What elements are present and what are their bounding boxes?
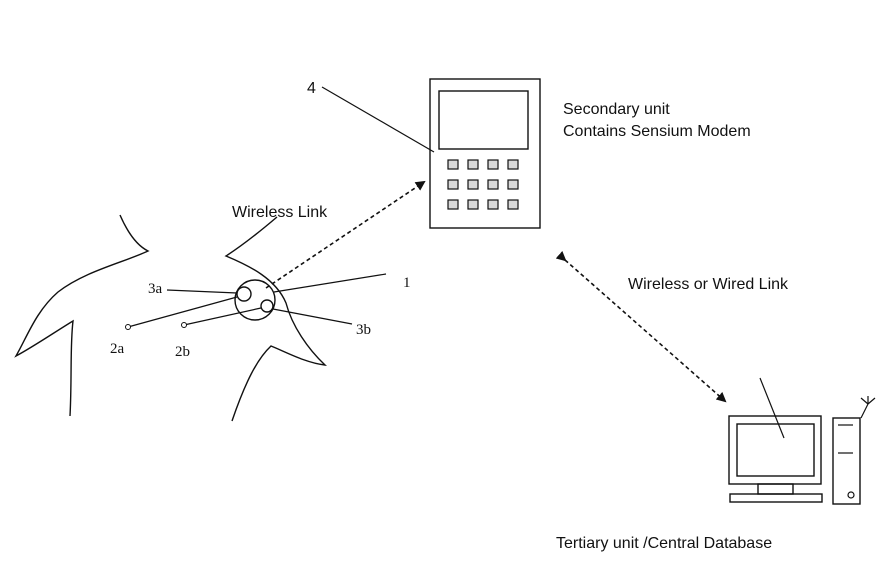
secondary-unit-screen (439, 91, 528, 149)
sensor-3b (261, 300, 273, 312)
antenna-arm (861, 398, 868, 404)
keypad-key (468, 200, 478, 209)
keypad-key (508, 160, 518, 169)
keypad-key (488, 180, 498, 189)
torso-left-outline (16, 215, 148, 416)
label-ref-1: 1 (403, 275, 411, 291)
computer-monitor-screen (737, 424, 814, 476)
electrode-2b (182, 323, 187, 328)
computer-cursor-line (760, 378, 784, 438)
wireless-link-arrow (266, 182, 424, 288)
keypad-key (488, 160, 498, 169)
torso-right-outline (226, 217, 325, 421)
secondary-unit-body (430, 79, 540, 228)
keypad-key (448, 160, 458, 169)
label-ref-4: 4 (307, 80, 316, 97)
keypad-key (488, 200, 498, 209)
label-wireless-link: Wireless Link (232, 204, 328, 221)
leader-4 (322, 87, 434, 152)
computer-monitor-stand (758, 484, 793, 494)
computer-monitor (729, 416, 821, 484)
label-ref-2a: 2a (110, 341, 125, 357)
label-secondary-unit-line2: Contains Sensium Modem (563, 123, 751, 140)
antenna-mast (861, 404, 868, 418)
computer-monitor-base (730, 494, 822, 502)
label-ref-3a: 3a (148, 281, 163, 297)
computer-tower (833, 418, 860, 504)
secondary-unit (322, 79, 540, 228)
keypad-key (468, 180, 478, 189)
leader-1 (274, 274, 386, 292)
label-ref-2b: 2b (175, 344, 190, 360)
keypad-key (508, 180, 518, 189)
keypad-key (468, 160, 478, 169)
keypad-key (508, 200, 518, 209)
electrode-wire-2b (184, 308, 261, 325)
keypad-key (448, 180, 458, 189)
antenna-arm (868, 398, 875, 404)
leader-3a (167, 290, 237, 293)
label-wireless-or-wired-link: Wireless or Wired Link (628, 276, 789, 293)
label-secondary-unit-line1: Secondary unit (563, 101, 670, 118)
sensor-3a (237, 287, 251, 301)
computer-power-icon (848, 492, 854, 498)
label-tertiary-unit: Tertiary unit /Central Database (556, 535, 772, 552)
torso-figure (16, 215, 325, 421)
label-ref-3b: 3b (356, 322, 371, 338)
sensor-nodes (126, 274, 387, 330)
electrode-2a (126, 325, 131, 330)
tertiary-unit (729, 378, 875, 504)
secondary-unit-keypad (448, 160, 518, 209)
keypad-key (448, 200, 458, 209)
leader-3b (273, 309, 352, 324)
